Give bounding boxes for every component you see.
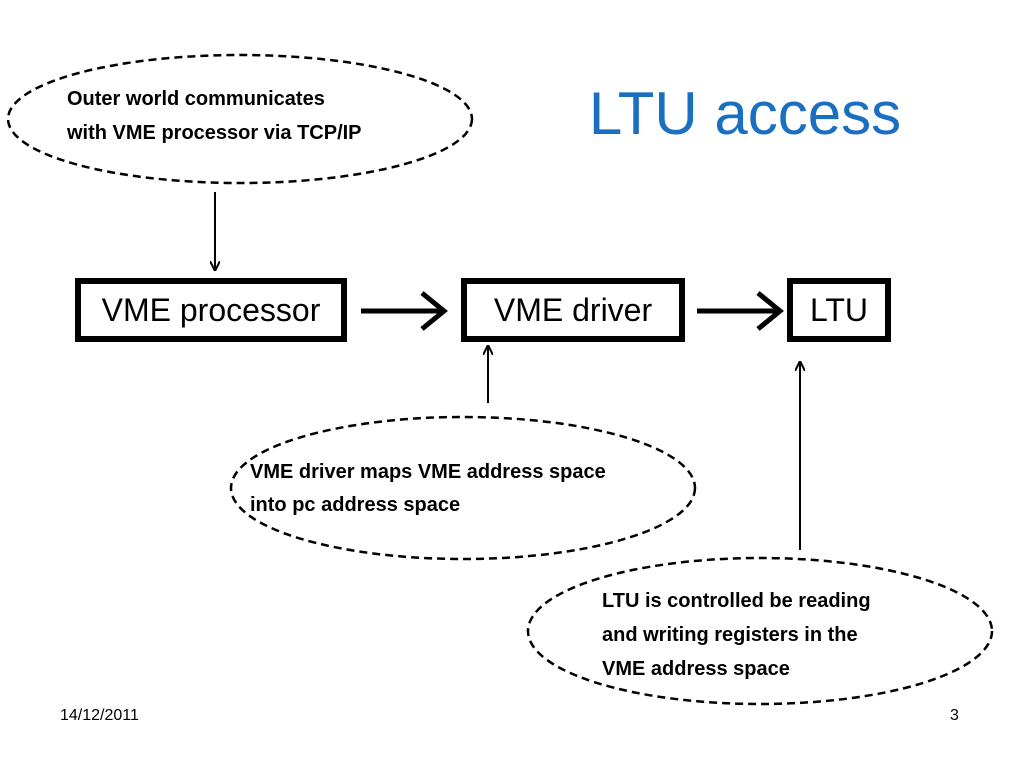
note-line: VME driver maps VME address space	[250, 461, 606, 483]
note-line: into pc address space	[250, 494, 461, 516]
page-number: 3	[950, 707, 959, 724]
arrow-processor-to-driver	[361, 291, 448, 331]
note-line: with VME processor via TCP/IP	[67, 122, 362, 144]
footer-date: 14/12/2011	[60, 707, 139, 724]
ltu-box: LTU	[787, 278, 891, 342]
ltu-note: LTU is controlled be reading and writing…	[602, 584, 962, 686]
arrow-driver-to-ltu	[697, 291, 784, 331]
vme-driver-box: VME driver	[461, 278, 685, 342]
vme-driver-note: VME driver maps VME address space into p…	[250, 456, 700, 522]
slide-title: LTU access	[588, 80, 902, 147]
outer-world-note: Outer world communicates with VME proces…	[67, 82, 447, 150]
note-line: Outer world communicates	[67, 88, 325, 110]
note-line: VME address space	[602, 658, 790, 680]
callout-vme-driver	[229, 415, 697, 561]
note-line: and writing registers in the	[602, 624, 858, 646]
callout-outer-world	[6, 53, 474, 185]
vme-processor-box: VME processor	[75, 278, 347, 342]
callout-ltu	[526, 556, 994, 706]
note-line: LTU is controlled be reading	[602, 590, 871, 612]
